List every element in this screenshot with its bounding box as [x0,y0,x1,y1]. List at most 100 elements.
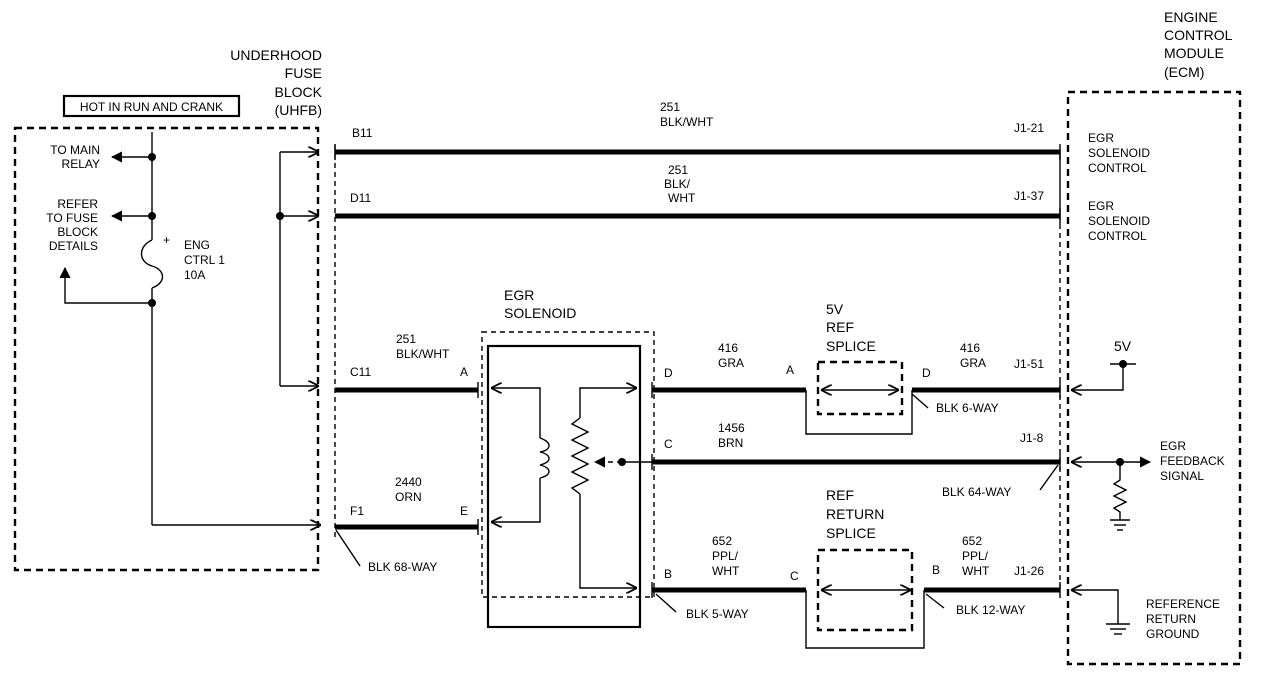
ecm-title-1: ENGINE [1164,9,1218,25]
egr-control-2-line1: EGR [1088,199,1114,213]
splice-5v-2: REF [826,319,854,335]
egr-solenoid: EGR SOLENOID [481,287,655,629]
w5-num: 416 [718,341,738,355]
splice-ret-3: SPLICE [826,525,876,541]
w6-num: 416 [960,341,980,355]
splice-ret-box [816,548,914,632]
solenoid-title-2: SOLENOID [504,305,576,321]
pin-c-sol: C [664,437,673,451]
junction-dot [618,458,626,466]
pin-b11: B11 [352,126,373,140]
blk6-leader [911,393,929,409]
refer-fuse-1: REFER [57,197,98,211]
pin-a-sol: A [460,365,468,379]
uhfb-title-3: BLOCK [275,84,323,100]
w2-num: 251 [668,163,688,177]
conn-blk64: BLK 64-WAY [942,485,1011,499]
ref-return-line [1072,590,1119,624]
ref-return-line3: GROUND [1146,627,1200,641]
w8-num: 652 [712,534,732,548]
five-volt-label: 5V [1114,338,1132,354]
fuse-label-2: CTRL 1 [184,253,225,267]
uhfb-outline [13,126,320,572]
refer-fuse-4: DETAILS [49,239,98,253]
w7-num: 1456 [718,421,745,435]
ecm-title-2: CONTROL [1164,27,1233,43]
coil-lead-bottom [492,478,541,522]
egr-control-2-line3: CONTROL [1088,229,1147,243]
pin-b-splice: B [932,563,940,577]
splice-ret-1: REF [826,487,854,503]
fuse-label-1: ENG [184,238,210,252]
ref-return-line1: REFERENCE [1146,597,1220,611]
to-main-relay-2: RELAY [62,157,100,171]
feedback-line2: FEEDBACK [1160,454,1225,468]
egr-control-1-line1: EGR [1088,131,1114,145]
blk68-leader [335,529,361,567]
conn-blk6: BLK 6-WAY [936,401,999,415]
conn-blk5: BLK 5-WAY [686,607,749,621]
w4-num: 2440 [395,475,422,489]
pulldown-resistor [1112,462,1128,520]
hot-in-run-box [62,94,241,118]
w3-num: 251 [396,332,416,346]
uhfb-module: UNDERHOOD FUSE BLOCK (UHFB) HOT IN RUN A… [13,47,323,572]
w4-color: ORN [395,490,422,504]
w5-color: GRA [718,356,744,370]
wires [335,149,1060,593]
pin-c-splice: C [790,569,799,583]
blk12-leader [925,593,945,609]
w6-color: GRA [960,356,986,370]
pin-a-splice: A [786,363,794,377]
ref-5v-splice: 5V REF SPLICE [805,301,913,435]
w2-color-2: WHT [668,191,696,205]
hot-in-run-label: HOT IN RUN AND CRANK [80,100,223,114]
fuse-label-3: 10A [184,268,205,282]
w1-color: BLK/WHT [660,115,714,129]
w9-color-2: WHT [962,564,990,578]
blk5-leader [655,593,677,613]
ref-return-splice: REF RETURN SPLICE [805,487,925,649]
pin-f1: F1 [350,504,364,518]
feedback-line1: EGR [1160,439,1186,453]
coil-symbol [539,437,550,479]
splice-ret-2: RETURN [826,506,884,522]
ecm-title-3: MODULE [1164,45,1224,61]
splice-5v-connector [805,390,913,435]
ecm-module: ENGINE CONTROL MODULE (ECM) EGR SOLENOID… [1066,9,1242,666]
blk64-leader [1039,464,1059,491]
refer-fuse-3: BLOCK [57,225,98,239]
pin-c11: C11 [350,365,371,379]
ground-feed-arrow [59,266,152,304]
feedback-line3: SIGNAL [1160,469,1204,483]
egr-control-1-line3: CONTROL [1088,161,1147,175]
pin-d11: D11 [350,191,371,205]
to-main-relay-1: TO MAIN [50,143,100,157]
pot-lead-bottom [579,494,636,588]
ecm-title-4: (ECM) [1164,64,1204,80]
egr-control-1-line2: SOLENOID [1088,146,1150,160]
pin-e-sol: E [460,504,468,518]
ecm-outline [1066,90,1242,666]
splice-ret-connector [805,590,925,649]
w8-color-1: PPL/ [712,549,739,563]
pin-j1-8: J1-8 [1020,431,1044,445]
w2-color-1: BLK/ [664,177,691,191]
solenoid-body [486,344,642,629]
fuse-symbol [140,239,164,289]
conn-blk12: BLK 12-WAY [956,603,1025,617]
fuse-plus: + [163,233,170,247]
pin-b-sol: B [664,567,672,581]
pin-j1-51: J1-51 [1014,357,1044,371]
pin-j1-37: J1-37 [1014,189,1044,203]
egr-control-2-line2: SOLENOID [1088,214,1150,228]
pin-j1-21: J1-21 [1014,121,1044,135]
w3-color: BLK/WHT [396,347,450,361]
solenoid-dashed-boundary [481,331,655,598]
conn-blk68: BLK 68-WAY [368,560,437,574]
splice-5v-3: SPLICE [826,338,876,354]
coil-lead-top [492,388,541,438]
pin-d-splice: D [922,366,931,380]
splice-5v-1: 5V [826,301,844,317]
